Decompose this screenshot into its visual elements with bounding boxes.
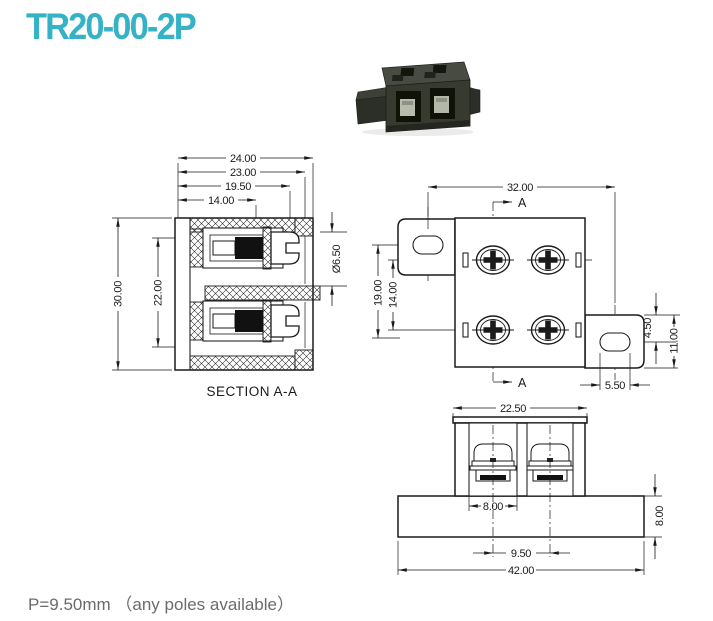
front-view-drawing: 22.50 8.00 8.00 9.50 42.00 bbox=[397, 403, 666, 577]
dimension-label: 22.00 bbox=[153, 280, 165, 306]
dimension-label: 19.00 bbox=[373, 280, 385, 306]
section-marker-label: A bbox=[518, 376, 527, 390]
mounting-hole-right bbox=[599, 332, 631, 352]
screw-cross-section-upper bbox=[189, 226, 300, 270]
dimension-label: 19.50 bbox=[225, 181, 251, 193]
dimension-label: 5.50 bbox=[605, 380, 625, 392]
dimension-label: 8.00 bbox=[654, 506, 666, 526]
top-view-dimensions: 32.00 19.00 14.00 4.50 11.00 5.50 bbox=[372, 182, 681, 392]
dimension-label: 8.00 bbox=[483, 501, 503, 513]
front-view-dimensions: 22.50 8.00 8.00 9.50 42.00 bbox=[397, 403, 666, 577]
part-number-title: TR20-00-2P bbox=[26, 6, 197, 47]
mounting-hole-left bbox=[412, 235, 444, 255]
dimension-label: 14.00 bbox=[388, 282, 400, 308]
dimension-label: 14.00 bbox=[208, 195, 234, 207]
terminal-block-photo bbox=[355, 61, 481, 136]
pitch-note: P=9.50mm （any poles available） bbox=[28, 595, 294, 614]
dimension-label: 9.50 bbox=[511, 548, 531, 560]
dimension-label: 30.00 bbox=[113, 281, 125, 307]
top-view-body bbox=[397, 217, 645, 369]
front-view-body bbox=[397, 416, 645, 557]
dimension-label: 32.00 bbox=[507, 182, 533, 194]
screw-cross-section-lower bbox=[189, 299, 300, 343]
section-dimensions: 24.00 23.00 19.50 14.00 30.00 22.00 Ø6.5… bbox=[113, 153, 343, 370]
dimension-label: 11.00 bbox=[669, 328, 681, 353]
dimension-label: 4.50 bbox=[642, 318, 654, 338]
center-tongue bbox=[204, 285, 321, 301]
dimension-label: 23.00 bbox=[230, 167, 256, 179]
section-marker-label: A bbox=[518, 196, 527, 210]
dimension-label: 24.00 bbox=[230, 153, 256, 165]
dimension-label: 42.00 bbox=[508, 565, 534, 577]
section-extension-lines bbox=[112, 163, 347, 371]
product-render bbox=[355, 61, 481, 136]
dimension-label: Ø6.50 bbox=[331, 245, 343, 274]
top-view-section-markers: A A bbox=[493, 196, 527, 390]
section-body bbox=[174, 217, 321, 371]
dimension-label: 22.50 bbox=[500, 403, 526, 415]
section-view-drawing: 24.00 23.00 19.50 14.00 30.00 22.00 Ø6.5… bbox=[112, 153, 347, 399]
base-block bbox=[397, 495, 645, 538]
section-view-title: SECTION A-A bbox=[206, 384, 297, 399]
top-view-drawing: A A 32.00 19.00 14.00 4.50 11.00 5.50 bbox=[372, 182, 681, 392]
